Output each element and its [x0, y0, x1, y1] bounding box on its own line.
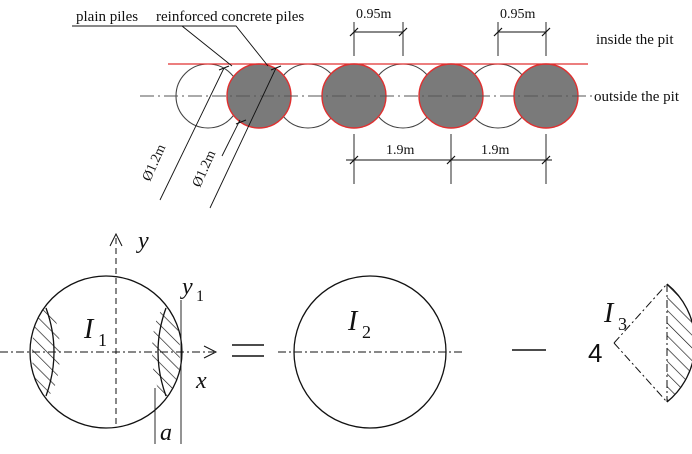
- span-dimension: 1.9m 1.9m: [346, 134, 552, 184]
- segment-hatch: [667, 284, 692, 402]
- segment-arc: [666, 283, 692, 403]
- i2-label: I 2: [347, 306, 371, 342]
- plain-piles-label: plain piles: [76, 9, 138, 25]
- spacing-label-2: 0.95m: [500, 7, 536, 22]
- x-axis-label: x: [195, 368, 207, 394]
- reinforced-pile: [321, 63, 387, 129]
- inside-pit-label: inside the pit: [596, 32, 674, 48]
- reinforced-pile: [513, 63, 579, 129]
- svg-text:y: y: [180, 274, 193, 300]
- svg-text:2: 2: [362, 322, 371, 342]
- section-i3: I 3 4: [588, 283, 692, 403]
- inertia-decomposition: y x y 1 I 1 a I 2: [0, 228, 692, 446]
- four-label: 4: [588, 338, 602, 368]
- equals-sign: [232, 344, 264, 357]
- section-i1: y x y 1 I 1 a: [0, 228, 218, 446]
- y-axis-label: y: [136, 228, 149, 254]
- svg-text:I: I: [347, 306, 359, 337]
- spacing-dimension-2: 0.95m: [493, 7, 551, 56]
- reinforced-piles-leader: [156, 25, 269, 67]
- a-label: a: [160, 420, 172, 446]
- triangle-lower-edge: [613, 342, 668, 403]
- reinforced-piles-label: reinforced concrete piles: [156, 9, 304, 25]
- svg-text:1: 1: [98, 330, 107, 350]
- spacing-label-1: 0.95m: [356, 7, 392, 22]
- svg-text:3: 3: [618, 314, 627, 334]
- svg-text:I: I: [83, 314, 95, 345]
- right-lens-boundary: [157, 307, 167, 397]
- svg-text:1: 1: [196, 288, 204, 305]
- pile-plan-view: plain piles reinforced concrete piles in…: [72, 7, 680, 209]
- plain-piles-leader: [72, 25, 233, 67]
- y1-axis-label: y 1: [180, 274, 204, 305]
- i1-label: I 1: [83, 314, 107, 350]
- span-label-2: 1.9m: [481, 143, 510, 158]
- svg-text:I: I: [603, 298, 615, 329]
- y-axis-arrow: [109, 232, 123, 247]
- section-i2: I 2: [278, 275, 462, 429]
- x-axis-arrow: [203, 345, 218, 359]
- spacing-dimension-1: 0.95m: [349, 7, 408, 56]
- outside-pit-label: outside the pit: [594, 89, 680, 105]
- i3-label: I 3: [603, 298, 627, 334]
- diameter-label-reinforced: Ø1.2m: [190, 148, 219, 189]
- triangle-upper-edge: [613, 283, 668, 344]
- span-label-1: 1.9m: [386, 143, 415, 158]
- diameter-label-plain: Ø1.2m: [140, 142, 169, 183]
